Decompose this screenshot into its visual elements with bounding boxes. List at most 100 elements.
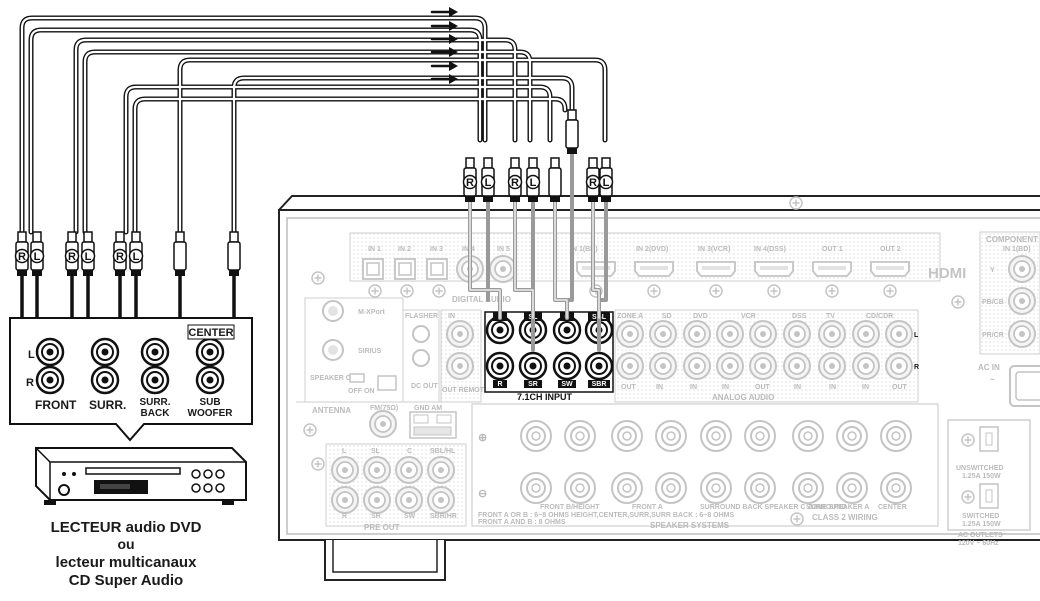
plug-r-label: R xyxy=(511,177,519,189)
speaker-terminal-icon xyxy=(880,472,912,504)
analog-jack-icon xyxy=(683,352,711,380)
optical-port-icon xyxy=(426,258,448,280)
analog-jack-icon xyxy=(885,320,913,348)
signal-direction-arrows xyxy=(430,10,454,81)
speaker-terminal-icon xyxy=(564,420,596,452)
plus-mark: ⊕ xyxy=(478,432,487,444)
sub-label-1: SUB xyxy=(199,397,220,408)
screw-icon xyxy=(311,457,325,471)
hdmi-section: IN 1 IN 2 IN 3 IN 4 IN 5 IN 1(BD) IN 2(D… xyxy=(349,232,966,298)
comp-y-label: Y xyxy=(990,267,995,274)
jack-icon xyxy=(518,351,548,381)
unswitched-label: UNSWITCHED xyxy=(956,465,1003,472)
input-jack-sbr[interactable]: SBR xyxy=(584,351,614,388)
front-r-jack-icon xyxy=(35,365,65,395)
impedance-note-2: FRONT A AND B : 8 OHMS xyxy=(478,519,566,526)
speaker-c-label: SPEAKER C xyxy=(310,375,351,382)
speaker-terminal-icon xyxy=(792,420,824,452)
analog-jack-icon xyxy=(616,320,644,348)
pre-out-jack-icon xyxy=(395,456,423,484)
hdmi-in-2-label: IN 2 xyxy=(398,246,411,253)
cd-cdr-label: CD/CDR xyxy=(866,313,893,320)
analog-out-label: OUT xyxy=(892,384,908,391)
source-side-plugs: R L R L R L xyxy=(14,231,241,277)
analog-jack-icon xyxy=(716,352,744,380)
hdmi-in-vcr-label: IN 3(VCR) xyxy=(698,246,730,253)
caption-line-1: LECTEUR audio DVD xyxy=(51,519,202,536)
hdmi-in-1-label: IN 1 xyxy=(368,246,381,253)
analog-jack-icon xyxy=(649,320,677,348)
plug-sub xyxy=(565,109,579,155)
plug-center xyxy=(548,157,562,203)
analog-jack-icon xyxy=(683,320,711,348)
switched-rating: 1.25A 150W xyxy=(962,521,1001,528)
arrow-right-icon xyxy=(449,47,458,57)
pre-out-sw-label: SW xyxy=(404,513,416,520)
front-l-jack-icon xyxy=(35,337,65,367)
hdmi-out-2-label: OUT 2 xyxy=(880,246,901,253)
screw-icon xyxy=(789,196,803,210)
analog-in-label: IN xyxy=(794,384,801,391)
sd-label: SD xyxy=(662,313,672,320)
unswitched-rating: 1.25A 150W xyxy=(962,473,1001,480)
screw-icon xyxy=(432,284,446,298)
analog-row-l-label: L xyxy=(914,332,919,339)
screw-icon xyxy=(883,284,897,298)
hdmi-in-dvd-label: IN 2(DVD) xyxy=(636,246,668,253)
receiver-side-plugs: R L R L R L xyxy=(462,109,614,203)
speaker-terminal-icon xyxy=(520,472,552,504)
speaker-systems-section: ⊕ ⊖ FRONT B/HEIGHT FRONT A SURROUND BACK… xyxy=(471,403,939,530)
analog-in-label: IN xyxy=(690,384,697,391)
analog-in-label: IN xyxy=(656,384,663,391)
analog-jack-icon xyxy=(818,320,846,348)
plug-r-surr: R xyxy=(507,157,523,203)
ac-in-label: AC IN xyxy=(978,363,1000,372)
plug-sub-src xyxy=(227,231,241,277)
plug-center-src xyxy=(173,231,187,277)
hdmi-in-3-label: IN 3 xyxy=(430,246,443,253)
power-button-icon xyxy=(58,484,70,496)
plug-r-surr-src: R xyxy=(64,231,80,277)
component-in-label: IN 1(BD) xyxy=(1003,246,1031,253)
remote-jack-icon xyxy=(446,320,474,348)
pre-out-jack-icon xyxy=(363,456,391,484)
pre-out-sbl-label: SBL/HL xyxy=(430,448,456,455)
screw-icon xyxy=(767,284,781,298)
analog-jack-icon xyxy=(852,352,880,380)
speaker-terminal-icon xyxy=(836,472,868,504)
input-jack-sr[interactable]: SR xyxy=(518,351,548,388)
pre-out-jack-icon xyxy=(427,486,455,514)
hdmi-port-icon xyxy=(576,261,616,277)
input-r-label: R xyxy=(497,381,502,388)
sub-label-2: WOOFER xyxy=(188,408,234,419)
analog-jack-icon xyxy=(749,320,777,348)
surround-back-label: SURROUND BACK SPEAKER C ZONE SPEAKER A xyxy=(700,504,869,511)
screw-icon xyxy=(368,284,382,298)
pre-out-jack-icon xyxy=(395,486,423,514)
remote-out-label: OUT REMOTE CONT. xyxy=(442,387,512,394)
center-label: CENTER xyxy=(878,504,907,511)
caption-line-4: CD Super Audio xyxy=(69,572,183,589)
off-on-label: OFF ON xyxy=(348,388,374,395)
screw-icon xyxy=(709,284,723,298)
speaker-terminal-icon xyxy=(700,420,732,452)
vcr-label: VCR xyxy=(741,313,756,320)
analog-jack-icon xyxy=(716,320,744,348)
input-sbr-label: SBR xyxy=(592,381,607,388)
dvd-player-illustration xyxy=(35,447,247,505)
zone-a-label: ZONE A xyxy=(617,313,643,320)
surr-back-l-jack-icon xyxy=(140,337,170,367)
hdmi-in-dss-label: IN 4(DSS) xyxy=(754,246,786,253)
speaker-systems-label: SPEAKER SYSTEMS xyxy=(650,521,730,530)
input-jack-r[interactable]: R xyxy=(485,351,515,388)
speaker-terminal-icon xyxy=(792,472,824,504)
source-output-panel: L R CENTER FRONT SURR. SURR. BACK SUB WO… xyxy=(9,317,253,442)
optical-port-icon xyxy=(362,258,384,280)
speaker-terminal-icon xyxy=(700,472,732,504)
speaker-terminal-icon xyxy=(611,420,643,452)
analog-out-label: OUT xyxy=(621,384,637,391)
surr-back-label-1: SURR. xyxy=(139,397,170,408)
arrow-right-icon xyxy=(449,7,458,17)
input-jack-sw[interactable]: SW xyxy=(552,351,582,388)
av-receiver-rear-panel: IN 1 IN 2 IN 3 IN 4 IN 5 IN 1(BD) IN 2(D… xyxy=(278,195,1040,581)
